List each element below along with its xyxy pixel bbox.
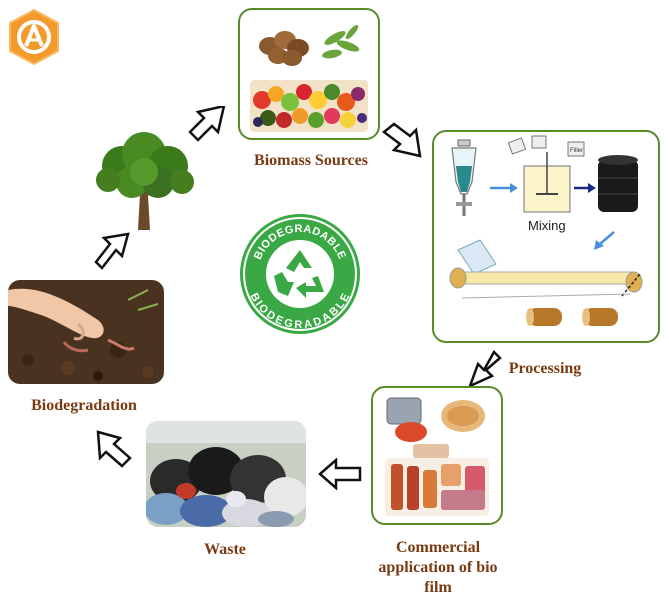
biomass-sources-panel	[238, 8, 380, 140]
recycle-icon	[274, 250, 324, 298]
arrow-commercial-to-waste	[318, 458, 364, 490]
tree-image	[92, 132, 196, 230]
processing-label: Processing	[508, 360, 582, 377]
barrel-icon	[598, 155, 638, 212]
biodegradation-label: Biodegradation	[31, 397, 137, 414]
leaves-image	[322, 24, 360, 59]
biodegradable-badge: BIODEGRADABLE BIODEGRADABLE	[238, 212, 362, 336]
commercial-label-line2: application of bio	[378, 559, 498, 576]
film-rolls-icon	[526, 308, 618, 326]
arrow-waste-to-biodegradation	[96, 430, 136, 472]
film-casting-machine-icon	[449, 239, 643, 299]
mixing-label: Mixing	[528, 218, 566, 233]
waste-image	[146, 421, 306, 527]
mixing-beaker-icon: Filler	[507, 135, 585, 213]
commercial-label-line1: Commercial	[395, 539, 481, 556]
processing-panel: Filler Mixing	[432, 130, 660, 343]
arrow-tree-to-biomass	[186, 106, 230, 142]
biodegradation-image	[8, 280, 164, 384]
commercial-label: Commercial application of bio film	[356, 538, 520, 598]
brand-logo	[6, 8, 62, 66]
waste-label: Waste	[204, 541, 246, 558]
separatory-funnel-icon	[451, 139, 477, 216]
arrow-biodegradation-to-tree	[94, 232, 132, 274]
commercial-application-panel	[371, 386, 503, 525]
filler-text: Filler	[570, 148, 583, 154]
biomass-sources-label: Biomass Sources	[254, 152, 368, 169]
arrow-processing-to-commercial	[468, 350, 506, 390]
packaged-food-image	[385, 397, 489, 516]
commercial-label-line3: film	[424, 579, 452, 596]
arrow-biomass-to-processing	[380, 122, 426, 158]
fruits-vegetables-image	[250, 80, 368, 132]
wood-pellets-image	[259, 31, 309, 66]
